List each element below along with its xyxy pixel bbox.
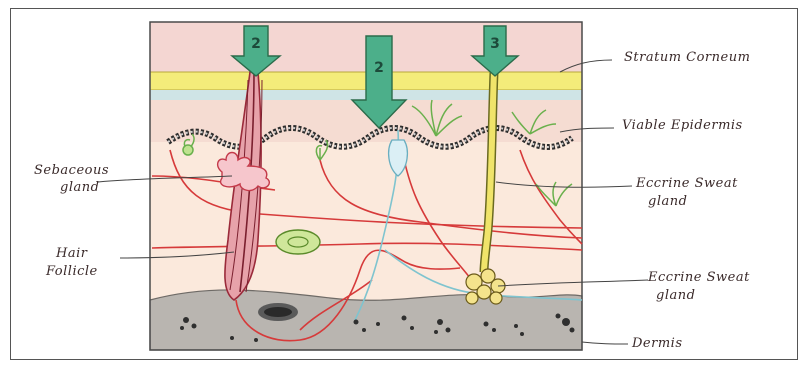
label-sebaceous-1: Sebaceous	[34, 163, 109, 178]
label-viable-epidermis: Viable Epidermis	[622, 118, 743, 133]
label-stratum-corneum: Stratum Corneum	[624, 50, 750, 65]
label-hair-2: Follicle	[46, 264, 98, 279]
label-sebaceous-2: gland	[60, 180, 99, 195]
label-eccrine-duct-1: Eccrine Sweat	[636, 176, 738, 191]
dermis-body	[150, 142, 582, 302]
arrow-middle-number: 2	[374, 60, 384, 76]
label-hair-1: Hair	[56, 246, 87, 261]
label-dermis: Dermis	[632, 336, 683, 351]
arrow-left-number: 2	[251, 36, 261, 52]
green-follicle-structure	[276, 230, 320, 254]
label-eccrine-gland-1: Eccrine Sweat	[648, 270, 750, 285]
arrow-right-number: 3	[490, 36, 500, 52]
label-eccrine-gland-2: gland	[656, 288, 695, 303]
label-eccrine-duct-2: gland	[648, 194, 687, 209]
